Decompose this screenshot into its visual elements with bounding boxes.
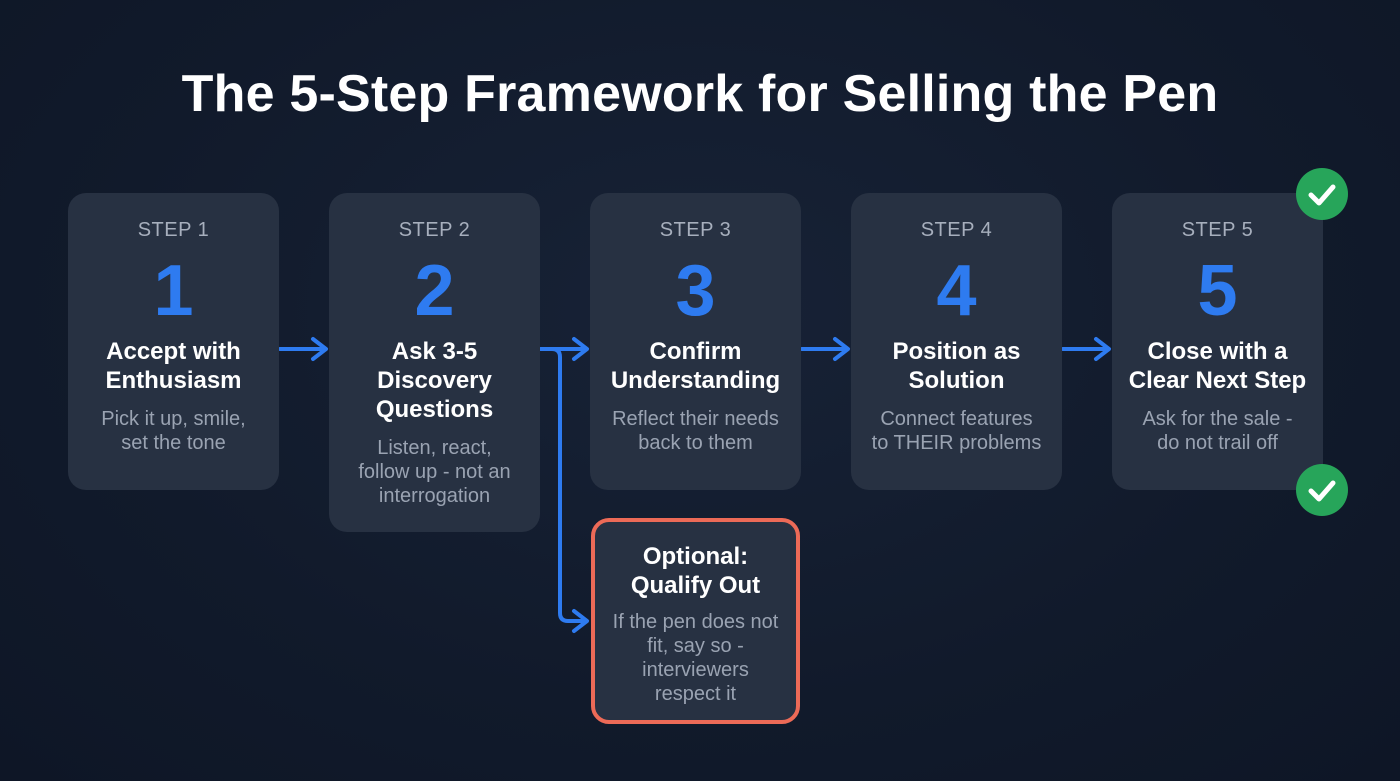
step-number: 1 [153,251,194,331]
step-description: Reflect their needs back to them [598,407,793,455]
step-title-line: Discovery [377,367,492,394]
step-card-3: STEP 3 3 Confirm Understanding Reflect t… [590,193,801,490]
step-desc-line: Connect features [880,408,1033,430]
step-card-1: STEP 1 1 Accept with Enthusiasm Pick it … [68,193,279,490]
step-desc-line: follow up - not an [358,461,511,483]
step-title-line: Close with a [1147,338,1288,365]
step-desc-line: interrogation [378,485,491,507]
optional-desc-line: respect it [654,683,737,705]
optional-title: Optional: Qualify Out [599,542,792,600]
arrow-right-icon [1061,337,1111,361]
page-title: The 5-Step Framework for Selling the Pen [181,65,1219,123]
optional-qualify-out-card: Optional: Qualify Out If the pen does no… [591,518,800,724]
step-number: 3 [675,251,716,331]
step-title-line: Clear Next Step [1128,367,1307,394]
step-desc-line: set the tone [121,432,226,454]
step-description: Ask for the sale - do not trail off [1120,407,1315,455]
step-title: Close with a Clear Next Step [1120,337,1315,395]
step-description: Listen, react, follow up - not an interr… [337,436,532,508]
step-title-line: Solution [908,367,1005,394]
step-title-line: Understanding [610,367,781,394]
step-title: Position as Solution [859,337,1054,395]
step-desc-line: Ask for the sale - [1142,408,1293,430]
step-title-line: Accept with [106,338,241,365]
optional-title-line: Qualify Out [630,572,761,599]
check-circle-icon [1296,168,1348,220]
step-label: STEP 1 [137,219,210,241]
step-title-line: Ask 3-5 [391,338,478,365]
step-title: Ask 3-5 Discovery Questions [337,337,532,424]
step-card-2: STEP 2 2 Ask 3-5 Discovery Questions Lis… [329,193,540,532]
arrow-right-icon [278,337,328,361]
step-number: 5 [1197,251,1238,331]
arrow-right-icon [800,337,850,361]
optional-desc-line: fit, say so - [647,635,744,657]
step-desc-line: Pick it up, smile, [101,408,246,430]
step-desc-line: Listen, react, [377,437,492,459]
step-label: STEP 2 [398,219,471,241]
step-description: Pick it up, smile, set the tone [76,407,271,455]
optional-desc-line: interviewers [642,659,749,681]
arrow-right-icon [539,337,589,361]
step-title-line: Enthusiasm [105,367,242,394]
step-desc-line: to THEIR problems [871,432,1042,454]
step-label: STEP 4 [920,219,993,241]
step-title: Confirm Understanding [598,337,793,395]
step-card-5: STEP 5 5 Close with a Clear Next Step As… [1112,193,1323,490]
step-card-4: STEP 4 4 Position as Solution Connect fe… [851,193,1062,490]
optional-title-line: Optional: [642,543,749,570]
branch-arrow-icon [539,347,589,633]
step-title-line: Position as [892,338,1021,365]
optional-desc-line: If the pen does not [612,611,779,633]
step-title: Accept with Enthusiasm [76,337,271,395]
optional-description: If the pen does not fit, say so - interv… [599,610,792,706]
step-desc-line: Reflect their needs [612,408,779,430]
step-desc-line: back to them [638,432,753,454]
check-circle-icon [1296,464,1348,516]
step-number: 2 [414,251,455,331]
step-title-line: Confirm [649,338,742,365]
step-number: 4 [936,251,977,331]
step-label: STEP 5 [1181,219,1254,241]
step-description: Connect features to THEIR problems [859,407,1054,455]
step-desc-line: do not trail off [1157,432,1278,454]
step-title-line: Questions [375,396,494,423]
step-label: STEP 3 [659,219,732,241]
